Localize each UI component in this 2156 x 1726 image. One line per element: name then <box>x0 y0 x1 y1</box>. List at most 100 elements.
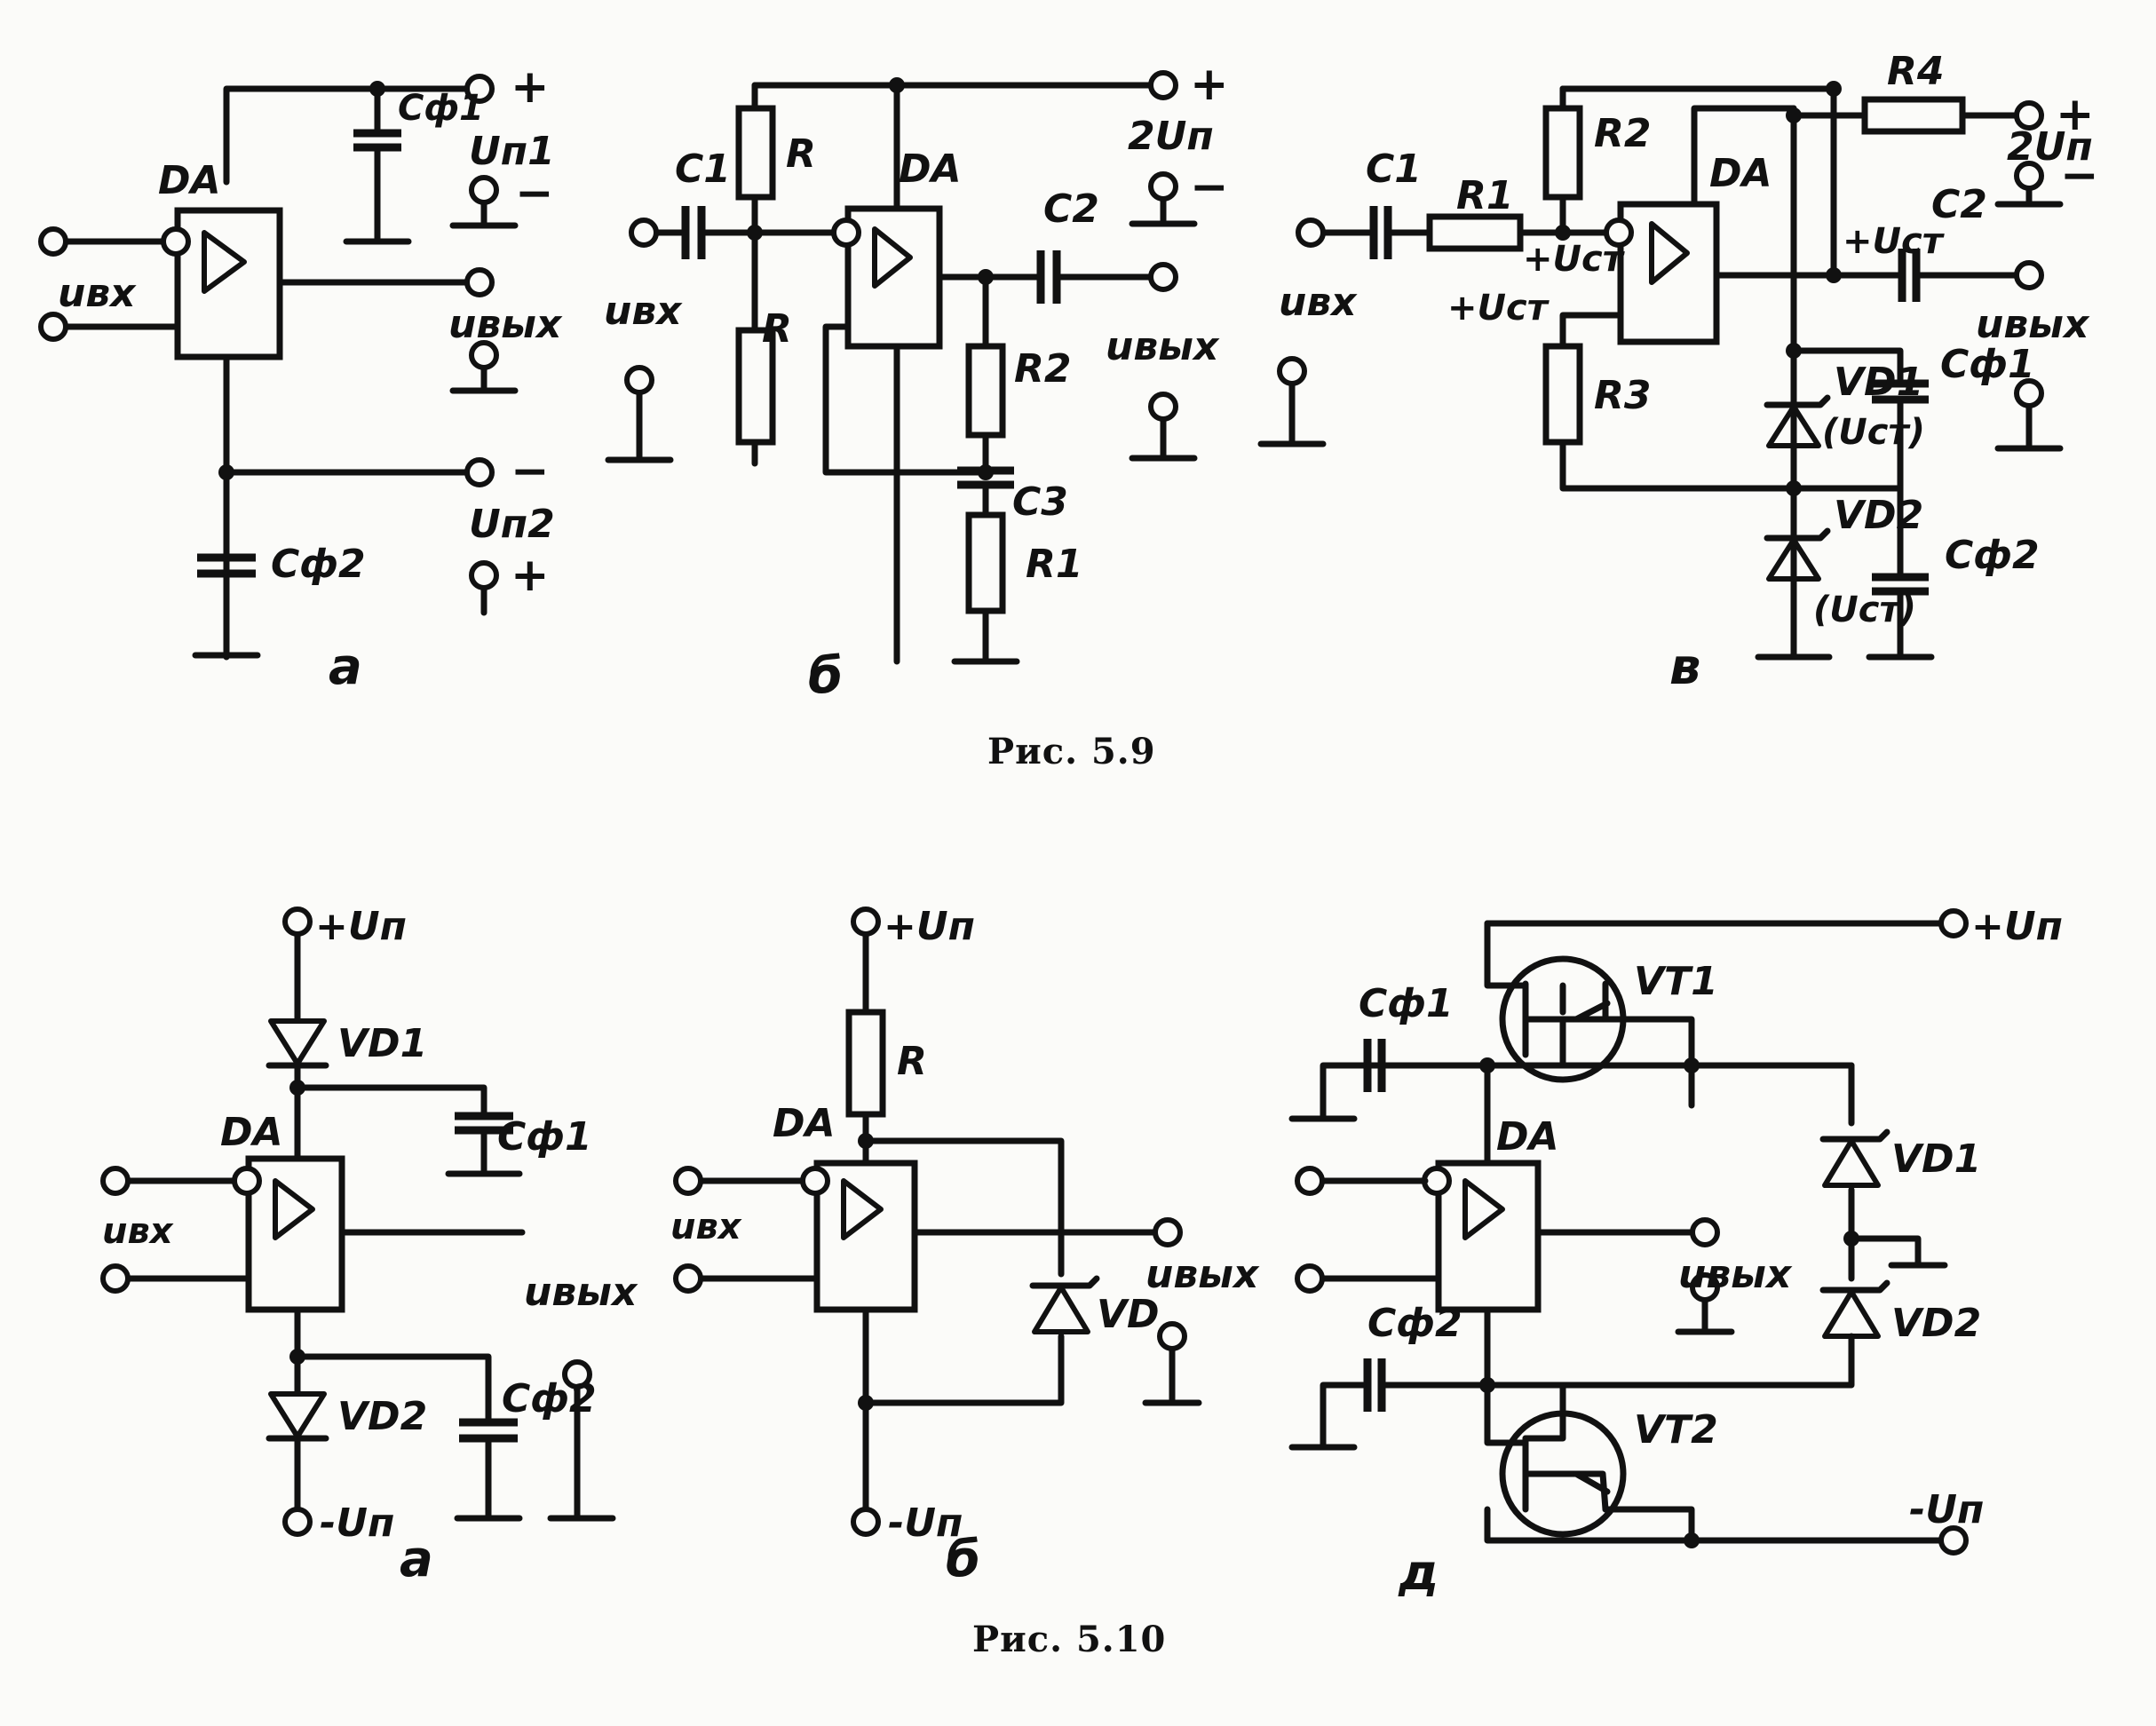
cap-label: Cф1 <box>398 88 484 129</box>
input-terminal <box>673 1166 703 1196</box>
opamp-label: DA <box>1709 151 1772 196</box>
supply-label: -Uп <box>888 1500 963 1546</box>
c-label: C3 <box>1012 479 1068 525</box>
input-label: uвх <box>604 289 683 334</box>
diode-label: VD2 <box>337 1394 427 1439</box>
input-terminal <box>1296 218 1326 248</box>
plus-sign: + <box>511 60 550 114</box>
resistor <box>1861 96 1966 135</box>
minus-sign: − <box>511 445 550 498</box>
c-label: C2 <box>1043 186 1099 232</box>
output-terminal <box>464 267 495 297</box>
cap-label: Cф1 <box>497 1114 592 1160</box>
cap-label: Cф2 <box>271 542 366 587</box>
resistor <box>965 511 1006 614</box>
resistor <box>965 343 1006 439</box>
opamp-label: DA <box>773 1101 836 1146</box>
r-label: R1 <box>1456 173 1514 218</box>
ust-label: +Uст <box>1523 239 1626 280</box>
zener-diode-icon <box>1764 527 1831 582</box>
diode-label: VD1 <box>1891 1136 1981 1182</box>
opamp-da <box>174 207 283 360</box>
output-terminal <box>562 1359 592 1390</box>
zener-diode-icon <box>1819 1279 1890 1339</box>
opamp-da <box>1617 201 1720 345</box>
diode-label: VD1 <box>337 1021 427 1066</box>
fig59-c: C1 R1 R2 R3 R4 DA C2 +Uст +Uст +Uст VD1 … <box>1257 49 2099 696</box>
plus-sign: + <box>1190 58 1229 111</box>
cap-label: Cф1 <box>1940 342 2035 387</box>
input-terminal <box>1295 1166 1325 1196</box>
output-terminal <box>1153 1217 1183 1247</box>
plus-sign: + <box>511 549 550 602</box>
sublabel: в <box>1669 638 1700 696</box>
resistor <box>735 327 776 446</box>
output-terminal <box>1690 1217 1720 1247</box>
resistor <box>845 1009 886 1118</box>
diode-icon <box>266 1018 329 1069</box>
supply-label: +Uп <box>1971 904 2063 949</box>
fig510-a: +Uп -Uп VD1 VD2 DA Cф1 Cф2 uвх uвых а <box>100 904 638 1588</box>
diode-label: VD2 <box>1891 1301 1981 1346</box>
r-label: R <box>897 1039 927 1084</box>
diode-label: VD2 <box>1834 493 1923 538</box>
diode-note: (Uст) <box>1822 412 1925 453</box>
minus-sign: − <box>1190 161 1229 214</box>
minus-sign: − <box>2060 149 2099 202</box>
opamp-da <box>1435 1160 1542 1313</box>
figure-caption: Рис. 5.10 <box>972 1619 1166 1660</box>
opamp-da <box>813 1160 918 1313</box>
plus-sign: + <box>2056 88 2095 141</box>
fig59-b: C1 R R DA C2 R2 C3 R1 uвх uвых 2Uп + − б <box>604 58 1229 705</box>
diode-label: VD1 <box>1834 360 1923 405</box>
r-label: R <box>762 306 792 352</box>
r-label: R4 <box>1887 49 1945 94</box>
output-label: uвых <box>524 1270 638 1315</box>
input-terminal <box>38 226 68 257</box>
output-terminal <box>1148 262 1178 292</box>
output-terminal <box>2014 260 2044 290</box>
zener-diode-icon <box>1819 1128 1890 1188</box>
input-terminal <box>38 312 68 342</box>
opamp-label: DA <box>1496 1114 1559 1160</box>
input-label: uвх <box>1279 280 1358 325</box>
input-terminal <box>673 1263 703 1294</box>
opamp-label: DA <box>220 1110 283 1155</box>
output-label: uвых <box>1678 1252 1793 1297</box>
resistor <box>735 105 776 201</box>
sublabel: д <box>1398 1544 1439 1602</box>
input-terminal <box>1295 1263 1325 1294</box>
supply-label: 2Uп <box>2007 124 2093 170</box>
input-terminal <box>100 1166 131 1196</box>
r-label: R3 <box>1594 373 1652 418</box>
transistor-vt2-icon <box>1499 1382 1627 1538</box>
r-label: R2 <box>1014 346 1072 392</box>
supply-label: -Uп <box>320 1500 394 1546</box>
sublabel: а <box>329 638 362 696</box>
input-terminal <box>629 218 659 248</box>
ust-label: +Uст <box>1843 221 1946 262</box>
input-label: uвх <box>58 271 137 316</box>
supply-label: +Uп <box>884 904 975 949</box>
figure-caption: Рис. 5.9 <box>987 731 1156 772</box>
cap-label: Cф1 <box>1359 981 1454 1026</box>
output-label: uвых <box>448 302 563 347</box>
cap-label: Cф2 <box>502 1376 597 1421</box>
resistor <box>1542 343 1583 446</box>
output-label: uвых <box>1145 1252 1260 1297</box>
r-label: R1 <box>1026 542 1083 587</box>
ust-label: +Uст <box>1447 288 1550 329</box>
sublabel: б <box>946 1531 980 1588</box>
zener-diode-icon <box>1764 394 1831 448</box>
fig510-b: +Uп -Uп R DA VD uвх uвых б <box>670 904 1260 1588</box>
cap-label: Cф2 <box>1945 533 2040 578</box>
opamp-da <box>245 1155 345 1313</box>
resistor <box>1542 105 1583 201</box>
input-terminal <box>100 1263 131 1294</box>
fig59-a: DA Cф1 Cф2 uвх uвых Uп1 Uп2 + − − + а <box>38 60 563 696</box>
supply-label: Uп1 <box>469 129 555 174</box>
input-label: uвх <box>670 1207 742 1247</box>
opamp-label: DA <box>899 146 962 192</box>
